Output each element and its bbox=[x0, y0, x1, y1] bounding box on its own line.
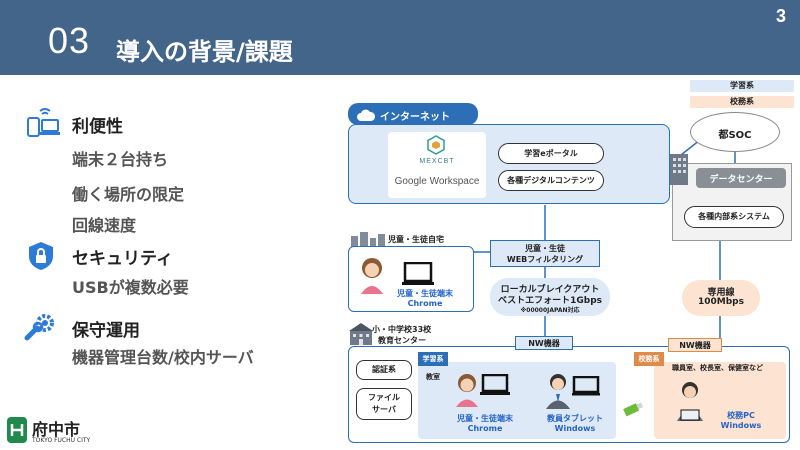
home-device-label: 児童・生徒端末 bbox=[397, 289, 453, 298]
category-item: USBが複数必要 bbox=[72, 278, 189, 297]
datacenter-title: データセンター bbox=[709, 175, 773, 185]
internet-title: インターネット bbox=[380, 112, 450, 123]
classroom-label: 教室 bbox=[426, 373, 440, 381]
category-item: 回線速度 bbox=[72, 216, 137, 235]
mexcbt-logo-icon bbox=[426, 135, 446, 155]
lbo-node bbox=[490, 278, 610, 316]
mexcbt-label: MEXCBT bbox=[419, 158, 455, 165]
soc-label: 都SOC bbox=[718, 130, 752, 141]
tablet-icon bbox=[572, 375, 600, 396]
home-title: 児童・生徒自宅 bbox=[388, 235, 444, 244]
building-icon bbox=[668, 152, 690, 186]
learning-tag bbox=[418, 352, 448, 366]
city-logo-name: 府中市 bbox=[32, 420, 81, 439]
digital-content-node: 各種デジタルコンテンツ bbox=[498, 170, 604, 191]
webfilter-node bbox=[490, 240, 600, 267]
laptop-icon bbox=[402, 261, 434, 286]
classroom-zone bbox=[418, 362, 616, 439]
nw-device-learning bbox=[515, 336, 573, 350]
datacenter-tab bbox=[696, 168, 786, 188]
dedicated-line2: 100Mbps bbox=[698, 297, 744, 307]
admin-rooms-label: 職員室、校長室、保健室など bbox=[672, 364, 763, 372]
classroom-student-device-label: 児童・生徒端末 bbox=[457, 414, 513, 423]
file-server-node bbox=[356, 388, 412, 420]
school-title: 小・中学校33校 bbox=[372, 325, 432, 334]
eportal-node: 学習eポータル bbox=[498, 143, 604, 164]
webfilter-line1: 児童・生徒 bbox=[525, 244, 565, 253]
legend-learning-label: 学習系 bbox=[730, 81, 754, 90]
soc-cloud bbox=[690, 112, 780, 152]
school-icon bbox=[348, 322, 374, 346]
usb-drive-icon bbox=[620, 400, 646, 418]
webfilter-line2: WEBフィルタリング bbox=[506, 255, 584, 264]
nw-device-admin-label: NW機器 bbox=[679, 341, 711, 350]
page-title: 導入の背景/課題 bbox=[116, 38, 293, 66]
legend-admin-label: 校務系 bbox=[730, 97, 754, 106]
title-bar bbox=[0, 0, 800, 75]
classroom-student-browser-label: Chrome bbox=[467, 424, 503, 433]
file-server-line1: ファイル bbox=[368, 393, 400, 402]
lbo-line2: ベストエフォート1Gbps bbox=[497, 296, 603, 306]
teacher-avatar-icon bbox=[544, 372, 572, 410]
wrench-gear-icon bbox=[24, 312, 56, 342]
student-avatar-icon bbox=[452, 372, 482, 408]
staff-avatar-icon bbox=[676, 380, 704, 422]
teacher-device-label: 教員タブレット bbox=[547, 414, 603, 423]
internet-tab bbox=[348, 103, 478, 125]
category-title-convenience: 利便性 bbox=[72, 117, 123, 137]
admin-pc-os-label: Windows bbox=[720, 421, 762, 430]
dedicated-line1: 専用線 bbox=[707, 288, 735, 298]
google-workspace-label: Google Workspace bbox=[394, 176, 480, 187]
legend-admin bbox=[690, 96, 794, 108]
city-logo-icon bbox=[6, 416, 28, 444]
houses-icon bbox=[350, 230, 386, 248]
student-avatar-icon bbox=[356, 256, 388, 296]
lbo-line1: ローカルブレイクアウト bbox=[500, 285, 600, 295]
admin-zone bbox=[654, 362, 786, 439]
internal-system-node: 各種内部系システム bbox=[684, 206, 784, 228]
lbo-note: ※00000JAPAN対応 bbox=[520, 307, 580, 314]
city-logo-sub: TOKYO FUCHU CITY bbox=[32, 437, 91, 444]
nw-device-admin bbox=[668, 338, 722, 352]
education-center-title: 教育センター bbox=[378, 336, 426, 345]
home-browser-label: Chrome bbox=[407, 299, 443, 308]
admin-tag bbox=[634, 352, 664, 366]
dedicated-line-node bbox=[682, 280, 760, 316]
legend-learning bbox=[690, 80, 794, 92]
section-number: 03 bbox=[48, 20, 91, 61]
cloud-icon bbox=[356, 107, 376, 121]
admin-pc-label: 校務PC bbox=[727, 411, 755, 420]
category-item: 働く場所の限定 bbox=[72, 185, 185, 204]
learning-tag-label: 学習系 bbox=[422, 355, 444, 363]
category-title-security: セキュリティ bbox=[72, 249, 173, 269]
shield-lock-icon bbox=[26, 240, 56, 272]
page-number: 3 bbox=[776, 6, 787, 26]
laptop-icon bbox=[480, 373, 510, 396]
home-zone bbox=[348, 246, 474, 312]
teacher-os-label: Windows bbox=[554, 424, 596, 433]
category-item: 機器管理台数/校内サーバ bbox=[72, 348, 254, 367]
nw-device-learning-label: NW機器 bbox=[528, 339, 560, 348]
category-item: 端末２台持ち bbox=[72, 150, 169, 169]
auth-server-node: 認証系 bbox=[356, 360, 412, 380]
file-server-line2: サーバ bbox=[372, 405, 396, 414]
admin-tag-label: 校務系 bbox=[638, 355, 660, 363]
devices-icon bbox=[26, 108, 60, 138]
category-title-maintenance: 保守運用 bbox=[72, 321, 140, 341]
